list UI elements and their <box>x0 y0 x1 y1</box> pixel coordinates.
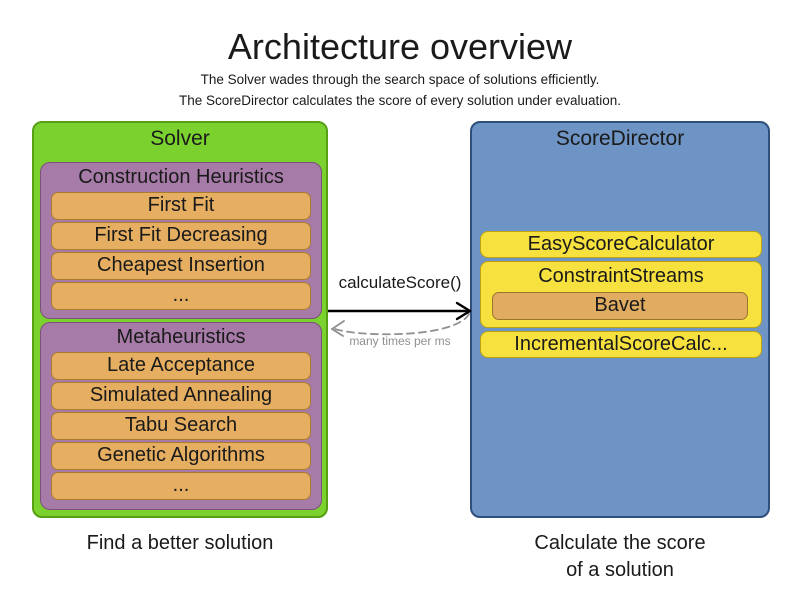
algorithm-item-first-fit-decreasing: First Fit Decreasing <box>51 222 311 250</box>
algorithm-item-first-fit: First Fit <box>51 192 311 220</box>
subtitle-line-1: The Solver wades through the search spac… <box>200 72 600 87</box>
algorithm-item-tabu-search: Tabu Search <box>51 412 311 440</box>
frequency-label: many times per ms <box>349 334 451 348</box>
return-arrow-dashed <box>331 313 470 337</box>
solver-caption: Find a better solution <box>86 532 274 554</box>
construction-heuristics-section: Construction Heuristics First Fit First … <box>40 162 322 319</box>
score-director-caption: Calculate the score of a solution <box>470 530 770 584</box>
algorithm-item-mh-ellipsis: ... <box>51 472 311 500</box>
score-director-caption-line-1: Calculate the score <box>534 532 706 554</box>
calculator-incremental-score: IncrementalScoreCalc... <box>480 331 762 358</box>
page-title: Architecture overview <box>227 26 573 67</box>
constraint-streams-label: ConstraintStreams <box>538 265 704 287</box>
subtitle-line-2: The ScoreDirector calculates the score o… <box>179 93 621 108</box>
metaheuristics-title: Metaheuristics <box>116 326 246 348</box>
algorithm-item-late-acceptance: Late Acceptance <box>51 352 311 380</box>
score-director-box-title: ScoreDirector <box>555 127 685 150</box>
connection-arrows <box>328 301 472 337</box>
metaheuristics-section: Metaheuristics Late Acceptance Simulated… <box>40 322 322 510</box>
score-director-caption-line-2: of a solution <box>566 559 674 581</box>
algorithm-item-simulated-annealing: Simulated Annealing <box>51 382 311 410</box>
constraint-streams-impl-bavet: Bavet <box>492 292 748 320</box>
solver-box-title: Solver <box>150 127 210 150</box>
solver-box: Solver Construction Heuristics First Fit… <box>32 121 328 518</box>
algorithm-item-ch-ellipsis: ... <box>51 282 311 310</box>
calculate-score-arrow <box>328 301 472 321</box>
calculate-score-label: calculateScore() <box>338 273 462 292</box>
construction-heuristics-title: Construction Heuristics <box>78 166 284 188</box>
score-director-box: ScoreDirector EasyScoreCalculator Constr… <box>470 121 770 518</box>
algorithm-item-genetic-algorithms: Genetic Algorithms <box>51 442 311 470</box>
calculator-easy-score: EasyScoreCalculator <box>480 231 762 258</box>
calculator-constraint-streams: ConstraintStreams Bavet <box>480 261 762 328</box>
algorithm-item-cheapest-insertion: Cheapest Insertion <box>51 252 311 280</box>
page-subtitle: The Solver wades through the search spac… <box>0 69 800 111</box>
